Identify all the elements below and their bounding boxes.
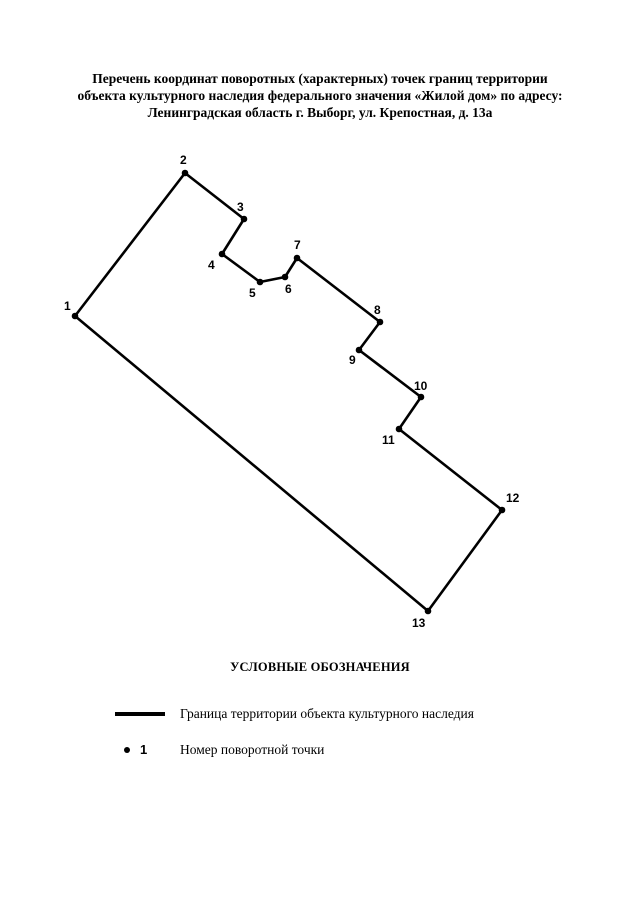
point-13-label: 13 [412, 616, 426, 630]
point-3-label: 3 [237, 200, 244, 214]
point-10-label: 10 [414, 379, 428, 393]
point-11-marker [395, 425, 403, 433]
point-1-label: 1 [64, 299, 71, 313]
point-13-marker [424, 607, 432, 615]
point-6-label: 6 [285, 282, 292, 296]
point-7-marker [293, 254, 301, 262]
legend-boundary-row: Граница территории объекта культурного н… [0, 704, 640, 724]
point-5-label: 5 [249, 286, 256, 300]
point-dot-symbol [124, 747, 130, 753]
boundary-line-symbol [115, 712, 165, 716]
point-1-marker [71, 312, 79, 320]
point-8-label: 8 [374, 303, 381, 317]
legend-boundary-text: Граница территории объекта культурного н… [180, 706, 474, 721]
point-4-label: 4 [208, 258, 215, 272]
title-line-2: объекта культурного наследия федеральног… [77, 88, 563, 103]
point-4-marker [218, 250, 226, 258]
point-7-label: 7 [294, 238, 301, 252]
point-6-marker [281, 273, 289, 281]
point-12-label: 12 [506, 491, 520, 505]
point-5-marker [256, 278, 264, 286]
point-3-marker [240, 215, 248, 223]
document-title: Перечень координат поворотных (характерн… [20, 70, 620, 121]
boundary-polygon [73, 171, 504, 613]
legend-title: УСЛОВНЫЕ ОБОЗНАЧЕНИЯ [230, 660, 410, 674]
point-9-marker [355, 346, 363, 354]
title-line-1: Перечень координат поворотных (характерн… [92, 71, 548, 86]
legend-point-number: 1 [140, 742, 148, 757]
legend-point-text: Номер поворотной точки [180, 742, 325, 757]
point-2-marker [181, 169, 189, 177]
title-line-3: Ленинградская область г. Выборг, ул. Кре… [147, 105, 493, 120]
point-11-label: 11 [382, 433, 395, 447]
point-2-label: 2 [180, 153, 187, 167]
point-10-marker [417, 393, 425, 401]
point-8-marker [376, 318, 384, 326]
point-12-marker [498, 506, 506, 514]
legend-point-row: 1 Номер поворотной точки [0, 740, 640, 760]
point-9-label: 9 [349, 353, 356, 367]
